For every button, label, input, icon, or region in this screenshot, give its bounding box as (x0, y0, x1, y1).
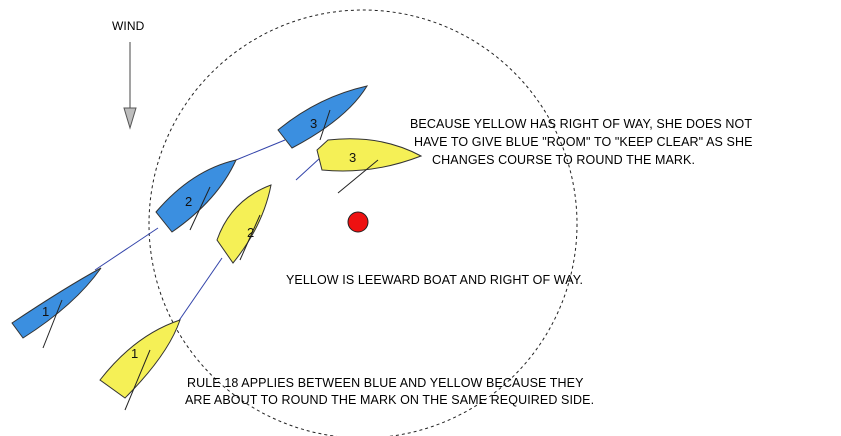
yellow-boat-2-number: 2 (247, 225, 254, 240)
yellow-boat-3: 3 (316, 138, 423, 194)
yellow-track (177, 157, 321, 323)
rounding-mark (347, 211, 369, 233)
blue-boat-1: 1 (11, 267, 102, 349)
blue-boat-3-number: 3 (310, 116, 317, 131)
blue-boat-1-number: 1 (42, 304, 49, 319)
note-rule-18-line-1: RULE 18 APPLIES BETWEEN BLUE AND YELLOW … (187, 376, 584, 390)
yellow-boat-2: 2 (216, 184, 272, 264)
yellow-boat-3-number: 3 (349, 150, 356, 165)
note-right-of-way-line-2: HAVE TO GIVE BLUE "ROOM" TO "KEEP CLEAR"… (414, 135, 753, 149)
note-leeward: YELLOW IS LEEWARD BOAT AND RIGHT OF WAY. (286, 273, 584, 287)
yellow-boat-1-number: 1 (131, 346, 138, 361)
yellow-boat-1: 1 (99, 319, 181, 411)
blue-track (94, 139, 286, 271)
blue-boat-3: 3 (277, 85, 369, 149)
zone-circle (148, 9, 578, 436)
note-right-of-way-line-3: CHANGES COURSE TO ROUND THE MARK. (432, 153, 696, 167)
wind-arrow (123, 42, 137, 130)
note-right-of-way-line-1: BECAUSE YELLOW HAS RIGHT OF WAY, SHE DOE… (410, 117, 753, 131)
note-rule-18-line-2: ARE ABOUT TO ROUND THE MARK ON THE SAME … (185, 393, 595, 407)
wind-label: WIND (112, 19, 145, 33)
blue-boat-2: 2 (155, 159, 237, 233)
blue-boat-2-number: 2 (185, 194, 192, 209)
